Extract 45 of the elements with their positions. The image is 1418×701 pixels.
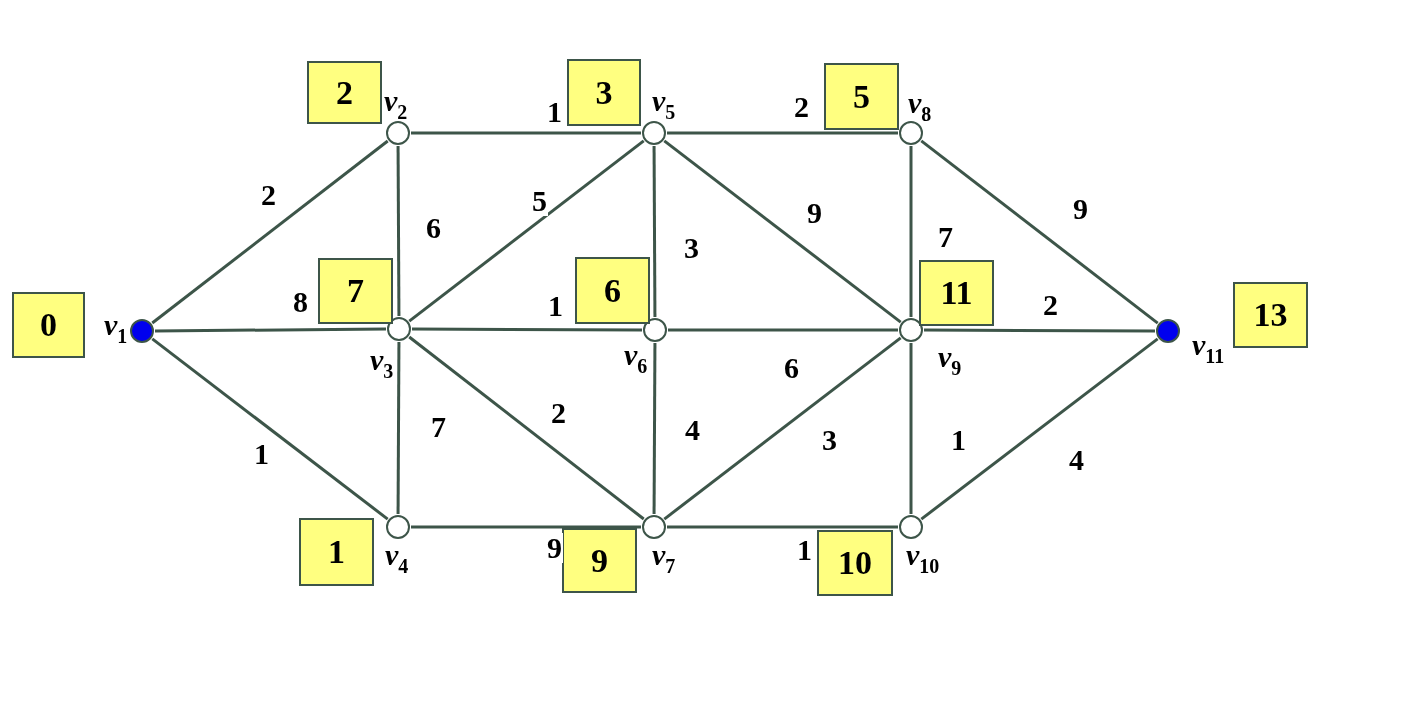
- graph-edge: [668, 328, 898, 332]
- vertex-label: v$_{2}$: [384, 86, 408, 122]
- distance-box: 11: [919, 260, 994, 326]
- graph-edge: [408, 139, 645, 323]
- graph-edge: [411, 525, 641, 529]
- vertex-label: v$_{5}$: [652, 86, 676, 122]
- graph-edge: [663, 336, 902, 521]
- graph-edge: [151, 337, 389, 521]
- graph-edge: [667, 131, 898, 135]
- distance-box: 0: [12, 292, 85, 358]
- graph-edge: [396, 146, 401, 316]
- distance-box: 7: [318, 258, 393, 324]
- graph-edge: [667, 525, 898, 529]
- vertex-label: v$_{11}$: [1192, 330, 1225, 366]
- graph-edge: [396, 342, 401, 514]
- distance-box: 1: [299, 518, 374, 586]
- graph-edge: [408, 335, 645, 521]
- distance-box: 13: [1233, 282, 1308, 348]
- distance-box: 3: [567, 59, 641, 126]
- vertex-label: v$_{10}$: [906, 540, 940, 576]
- graph-edge: [920, 337, 1159, 521]
- vertex-label: v$_{8}$: [908, 88, 932, 124]
- graph-edge: [909, 343, 913, 514]
- vertex-label: v$_{1}$: [104, 310, 128, 346]
- vertex-label: v$_{3}$: [370, 345, 394, 381]
- distance-box: 5: [824, 63, 899, 130]
- graph-edge: [151, 139, 389, 325]
- graph-edge: [909, 146, 913, 317]
- graph-edge: [652, 146, 657, 317]
- vertex-label: v$_{6}$: [624, 340, 648, 376]
- graph-edge: [411, 131, 641, 135]
- edge-weight: 9: [546, 533, 563, 563]
- graph-edge: [924, 328, 1155, 333]
- distance-box: 2: [307, 61, 382, 124]
- vertex-label: v$_{4}$: [385, 540, 409, 576]
- graph-edge: [652, 343, 657, 514]
- graph-edge: [155, 327, 386, 333]
- vertex-label: v$_{7}$: [652, 540, 676, 576]
- distance-box: 6: [575, 257, 650, 324]
- graph-edge: [920, 139, 1159, 325]
- vertex-label: v$_{9}$: [938, 342, 962, 378]
- distance-box: 10: [817, 530, 893, 596]
- graph-edge: [412, 327, 642, 332]
- graph-edge: [663, 139, 902, 324]
- distance-box: 9: [562, 528, 637, 593]
